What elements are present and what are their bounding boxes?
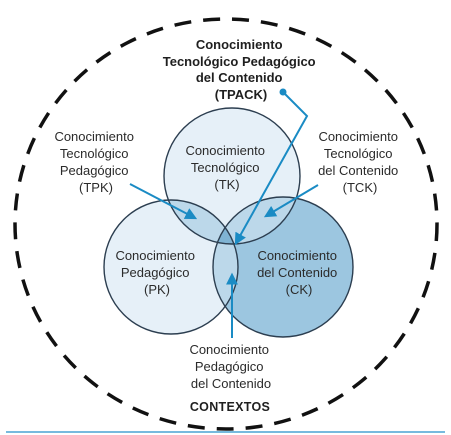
tpk-overlap — [164, 200, 238, 244]
context-dashed-ring — [13, 17, 439, 431]
tk-label: Conocimiento Tecnológico (TK) — [185, 143, 268, 192]
tck-label: Conocimiento Tecnológico del Contenido (… — [318, 129, 402, 195]
contexts-label: CONTEXTOS — [190, 400, 270, 414]
tpk-label: Conocimiento Tecnológico Pedagógico (TPK… — [54, 129, 137, 195]
pk-circle-outline — [103, 199, 239, 335]
tck-overlap — [213, 197, 300, 244]
tpack-arrow — [234, 91, 309, 246]
tpk-arrow — [129, 183, 198, 220]
tpack-label: Conocimiento Tecnológico Pedagógico del … — [163, 37, 320, 102]
tk-circle-outline — [163, 107, 301, 245]
ck-label: Conocimiento del Contenido (CK) — [257, 248, 341, 297]
tck-arrow — [263, 184, 319, 218]
pk-label: Conocimiento Pedagógico (PK) — [115, 248, 198, 297]
arrows — [129, 88, 319, 338]
ck-circle-outline — [212, 196, 354, 338]
pck-label: Conocimiento Pedagógico del Contenido — [189, 342, 272, 391]
